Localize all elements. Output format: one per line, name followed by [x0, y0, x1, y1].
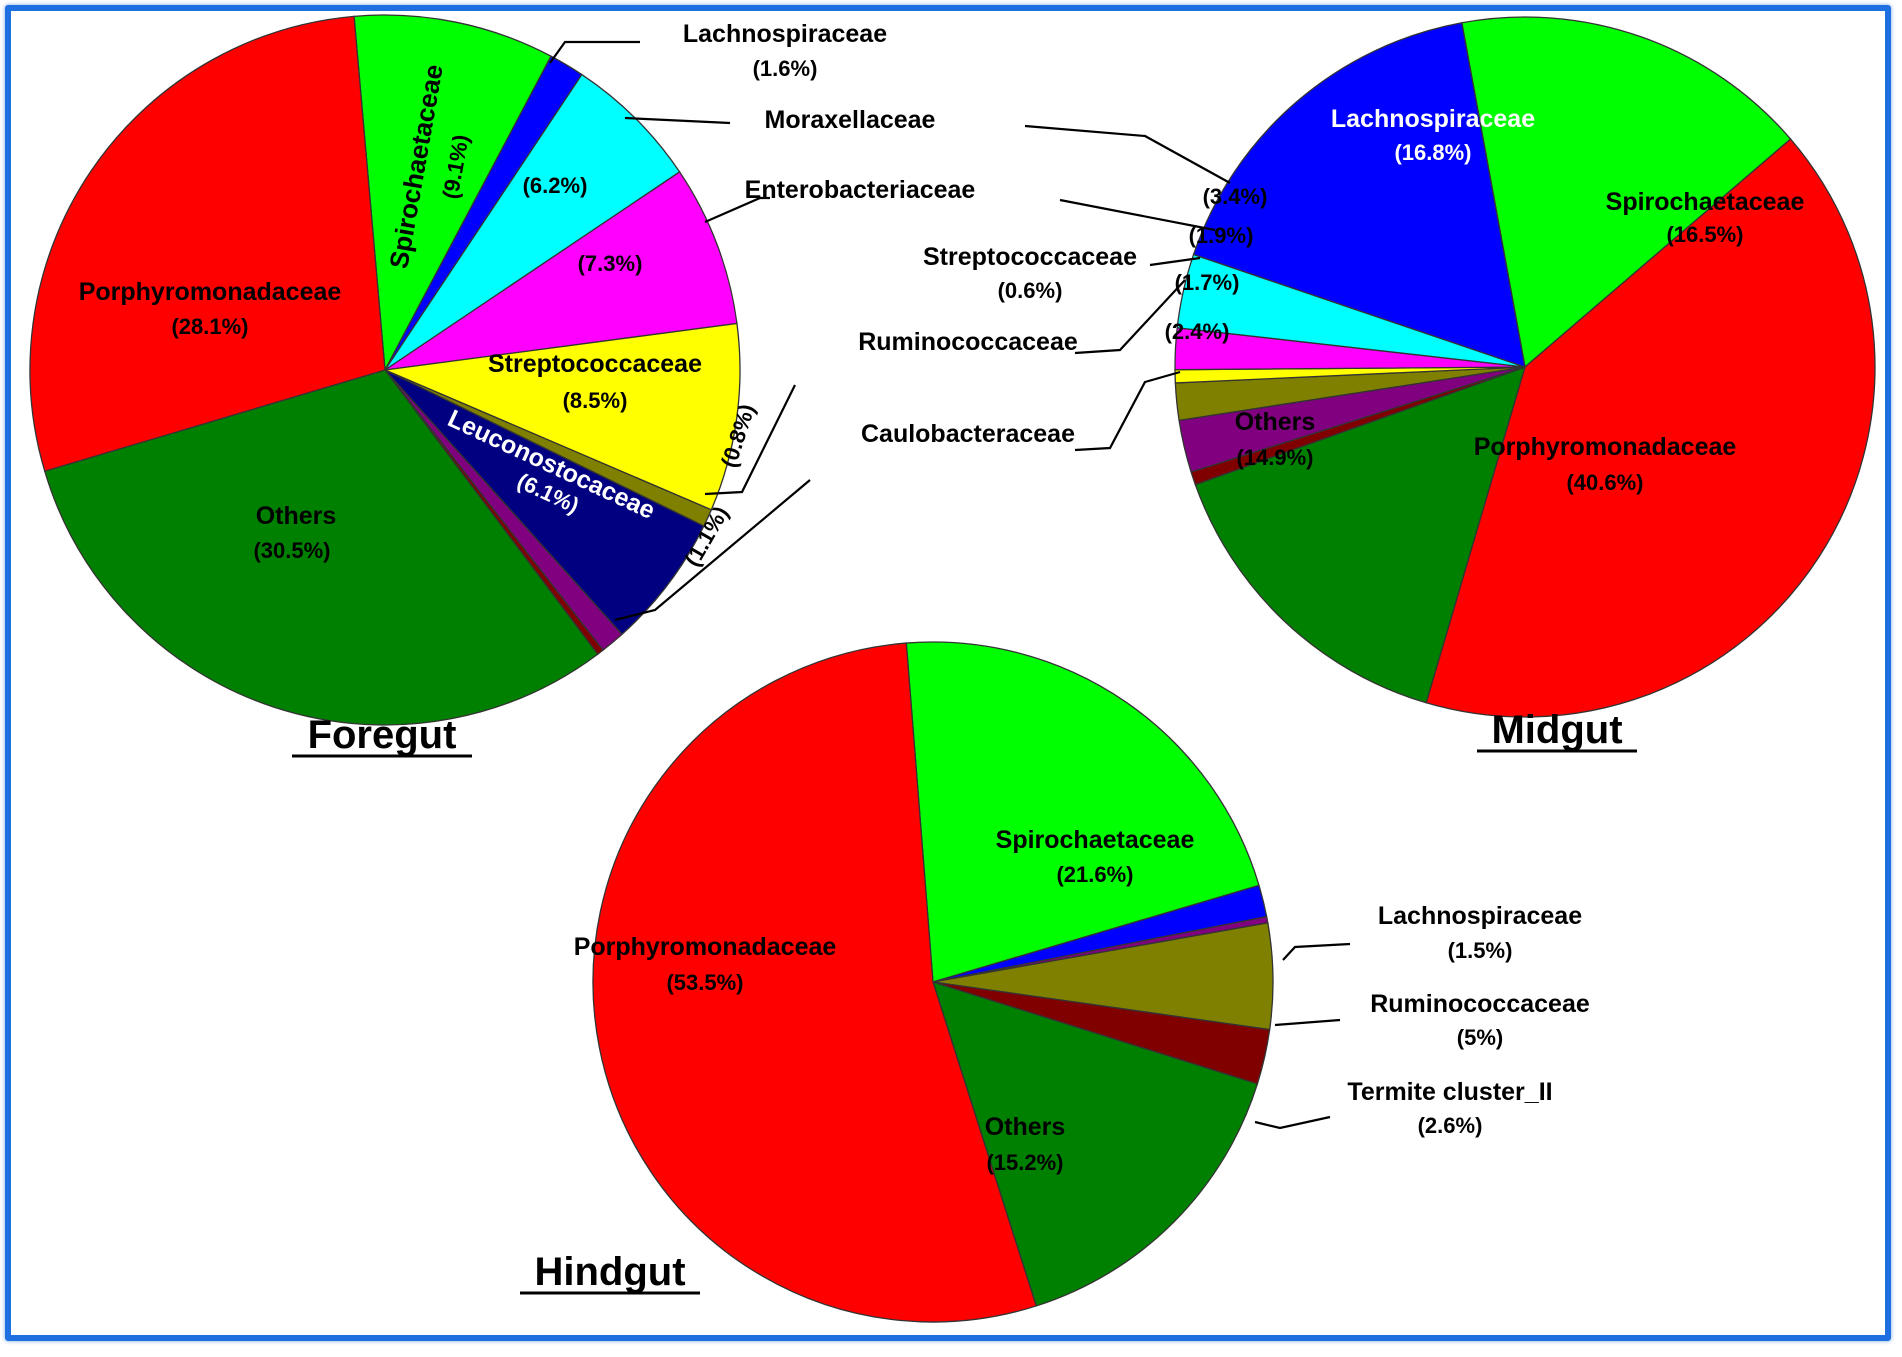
figure-frame — [5, 5, 1891, 1341]
hindgut-label-ruminococcaceae: Ruminococcaceae — [1370, 990, 1590, 1018]
foregut-label-lachnospiraceae: Lachnospiraceae — [683, 20, 887, 48]
midgut-value-spirochaetaceae: (16.5%) — [1666, 222, 1743, 247]
hindgut-slice-spirochaetaceae — [905, 641, 1260, 983]
hindgut-leader-line-lachnospiraceae — [1282, 942, 1351, 961]
midgut-label-streptococcaceae: Streptococcaceae — [923, 243, 1137, 271]
foregut-title: Foregut — [308, 713, 457, 757]
hindgut-title: Hindgut — [534, 1250, 685, 1294]
foregut-label-others: Others — [256, 502, 337, 530]
midgut-value-moraxellaceae: (3.4%) — [1203, 184, 1268, 209]
hindgut-value-lachnospiraceae: (1.5%) — [1448, 938, 1513, 963]
foregut-leader-line-enterobacteriaceae — [704, 196, 770, 224]
midgut-label-caulobacteraceae: Caulobacteraceae — [861, 420, 1075, 448]
foregut-value-streptococcaceae: (8.5%) — [563, 388, 628, 413]
hindgut-label-others: Others — [985, 1113, 1066, 1141]
midgut-leader-line-enterobacteriaceae — [1059, 198, 1216, 232]
foregut-label-moraxellaceae: Moraxellaceae — [765, 106, 936, 134]
midgut-slice-others — [1194, 365, 1526, 704]
hindgut-slice-others — [932, 981, 1259, 1307]
hindgut-value-others: (15.2%) — [986, 1150, 1063, 1175]
foregut-slice-others — [43, 369, 599, 726]
foregut-leader-line-moraxellaceae — [624, 116, 731, 125]
foregut-slice-porphyromonadaceae — [29, 15, 386, 473]
slice-labels: Porphyromonadaceae (28.1%) Spirochaetaceae… — [79, 20, 1805, 1175]
hindgut-label-lachnospiraceae: Lachnospiraceae — [1378, 902, 1582, 930]
midgut-label-others: Others — [1235, 408, 1316, 436]
hindgut-value-porphyromonadaceae: (53.5%) — [666, 970, 743, 995]
hindgut-leader-line-ruminococcaceae — [1274, 1018, 1341, 1027]
midgut-slice-spirochaetaceae — [1461, 16, 1792, 369]
foregut-slice-enterobacteriaceae — [384, 171, 738, 371]
midgut-slice-porphyromonadaceae — [1425, 138, 1876, 718]
foregut-slice-leuconostocaceae — [384, 369, 705, 636]
midgut-leader-line-moraxellaceae — [1024, 124, 1231, 184]
foregut-value-moraxellaceae: (6.2%) — [523, 173, 588, 198]
foregut-leader-line-ruminococcaceae — [704, 384, 796, 496]
midgut-value-caulobacteraceae: (2.4%) — [1165, 319, 1230, 344]
midgut-value-ruminococcaceae: (1.7%) — [1175, 270, 1240, 295]
midgut-label-lachnospiraceae: Lachnospiraceae — [1331, 105, 1535, 133]
midgut-label-spirochaetaceae: Spirochaetaceae — [1606, 188, 1805, 216]
foregut-value-others: (30.5%) — [253, 538, 330, 563]
midgut-leader-line-streptococcaceae — [1149, 256, 1201, 267]
midgut-value-others: (14.9%) — [1236, 445, 1313, 470]
foregut-label-porphyromonadaceae: Porphyromonadaceae — [79, 278, 342, 306]
foregut-value-enterobacteriaceae: (7.3%) — [578, 251, 643, 276]
midgut-leader-line-caulobacteraceae — [1074, 370, 1181, 452]
midgut-label-ruminococcaceae: Ruminococcaceae — [858, 328, 1078, 356]
hindgut-pie — [592, 641, 1274, 1323]
foregut-slice-streptococcaceae — [382, 322, 741, 511]
midgut-title: Midgut — [1491, 708, 1622, 752]
foregut-pie — [29, 14, 741, 726]
foregut-slice-spirochaetaceae — [353, 14, 552, 373]
hindgut-leader-line-termite-cluster-ii — [1254, 1115, 1331, 1130]
midgut-value-streptococcaceae: (0.6%) — [998, 278, 1063, 303]
midgut-leader-line-ruminococcaceae — [1074, 279, 1186, 355]
hindgut-value-termite-cluster-ii: (2.6%) — [1418, 1113, 1483, 1138]
hindgut-label-termite-cluster-ii: Termite cluster_II — [1347, 1078, 1552, 1106]
hindgut-label-spirochaetaceae: Spirochaetaceae — [996, 826, 1195, 854]
midgut-pie — [1174, 16, 1876, 718]
midgut-slice-lachnospiraceae — [1192, 21, 1526, 368]
foregut-value-porphyromonadaceae: (28.1%) — [171, 314, 248, 339]
foregut-label-streptococcaceae: Streptococcaceae — [488, 350, 702, 378]
midgut-value-porphyromonadaceae: (40.6%) — [1566, 470, 1643, 495]
midgut-value-lachnospiraceae: (16.8%) — [1394, 140, 1471, 165]
hindgut-slice-porphyromonadaceae — [592, 642, 1038, 1323]
foregut-leader-line-lachnospiraceae — [549, 40, 640, 64]
foregut-label-enterobacteriaceae: Enterobacteriaceae — [745, 176, 976, 204]
foregut-leader-line-caulobacteraceae — [614, 479, 811, 622]
hindgut-label-porphyromonadaceae: Porphyromonadaceae — [574, 933, 837, 961]
midgut-value-enterobacteriaceae: (1.9%) — [1189, 223, 1254, 248]
hindgut-value-spirochaetaceae: (21.6%) — [1056, 862, 1133, 887]
foregut-value-lachnospiraceae: (1.6%) — [753, 56, 818, 81]
midgut-label-porphyromonadaceae: Porphyromonadaceae — [1474, 433, 1737, 461]
hindgut-value-ruminococcaceae: (5%) — [1457, 1025, 1503, 1050]
